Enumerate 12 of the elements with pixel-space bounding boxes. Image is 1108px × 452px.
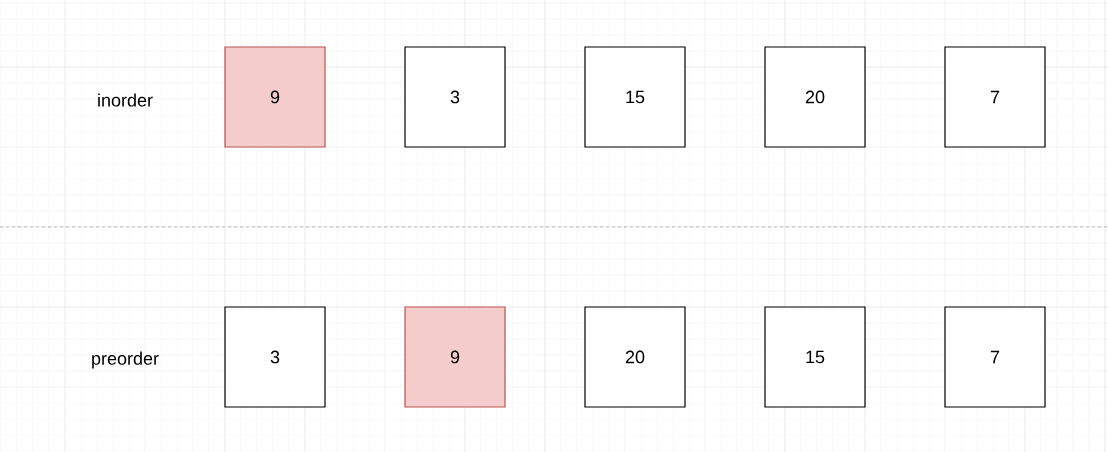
value-box: 3 (404, 46, 506, 148)
highlighted-box: 9 (224, 46, 326, 148)
value-box: 7 (944, 46, 1046, 148)
row-label: inorder (98, 93, 153, 107)
value-box: 20 (764, 46, 866, 148)
highlighted-box: 9 (404, 306, 506, 408)
value-box: 15 (584, 46, 686, 148)
value-box: 7 (944, 306, 1046, 408)
row-label: preorder (92, 351, 159, 369)
value-box: 20 (584, 306, 686, 408)
value-box: 3 (224, 306, 326, 408)
value-box: 15 (764, 306, 866, 408)
